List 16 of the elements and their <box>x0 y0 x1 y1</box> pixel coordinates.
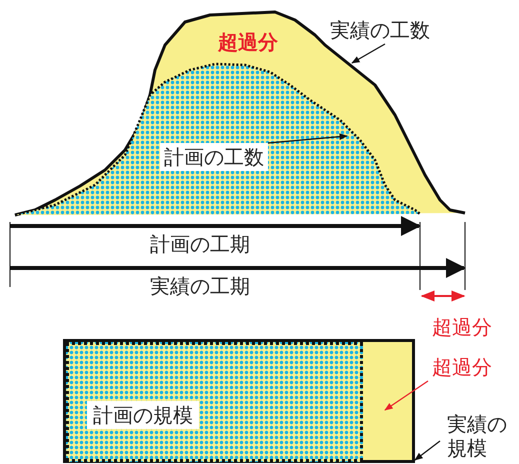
dimension-label: 超過分 <box>432 315 492 339</box>
callout-text: 実績の規模 <box>447 412 513 460</box>
callout-text: 超過分 <box>432 355 492 379</box>
callout-text: 計画の工数 <box>160 143 268 171</box>
box-label: 計画の規模 <box>87 401 199 429</box>
planned-effort-area <box>12 61 423 218</box>
dimension-label: 実績の工期 <box>150 274 250 298</box>
actual-scale-box <box>63 339 415 463</box>
area-label: 超過分 <box>218 30 278 54</box>
planned-scale-box <box>66 342 363 462</box>
leader-line <box>384 380 428 410</box>
leader-line <box>351 43 386 64</box>
actual-effort-area <box>12 9 468 218</box>
leader-line <box>414 440 440 460</box>
dimension-label: 計画の工期 <box>150 232 250 256</box>
callout-text: 実績の工数 <box>330 18 430 42</box>
